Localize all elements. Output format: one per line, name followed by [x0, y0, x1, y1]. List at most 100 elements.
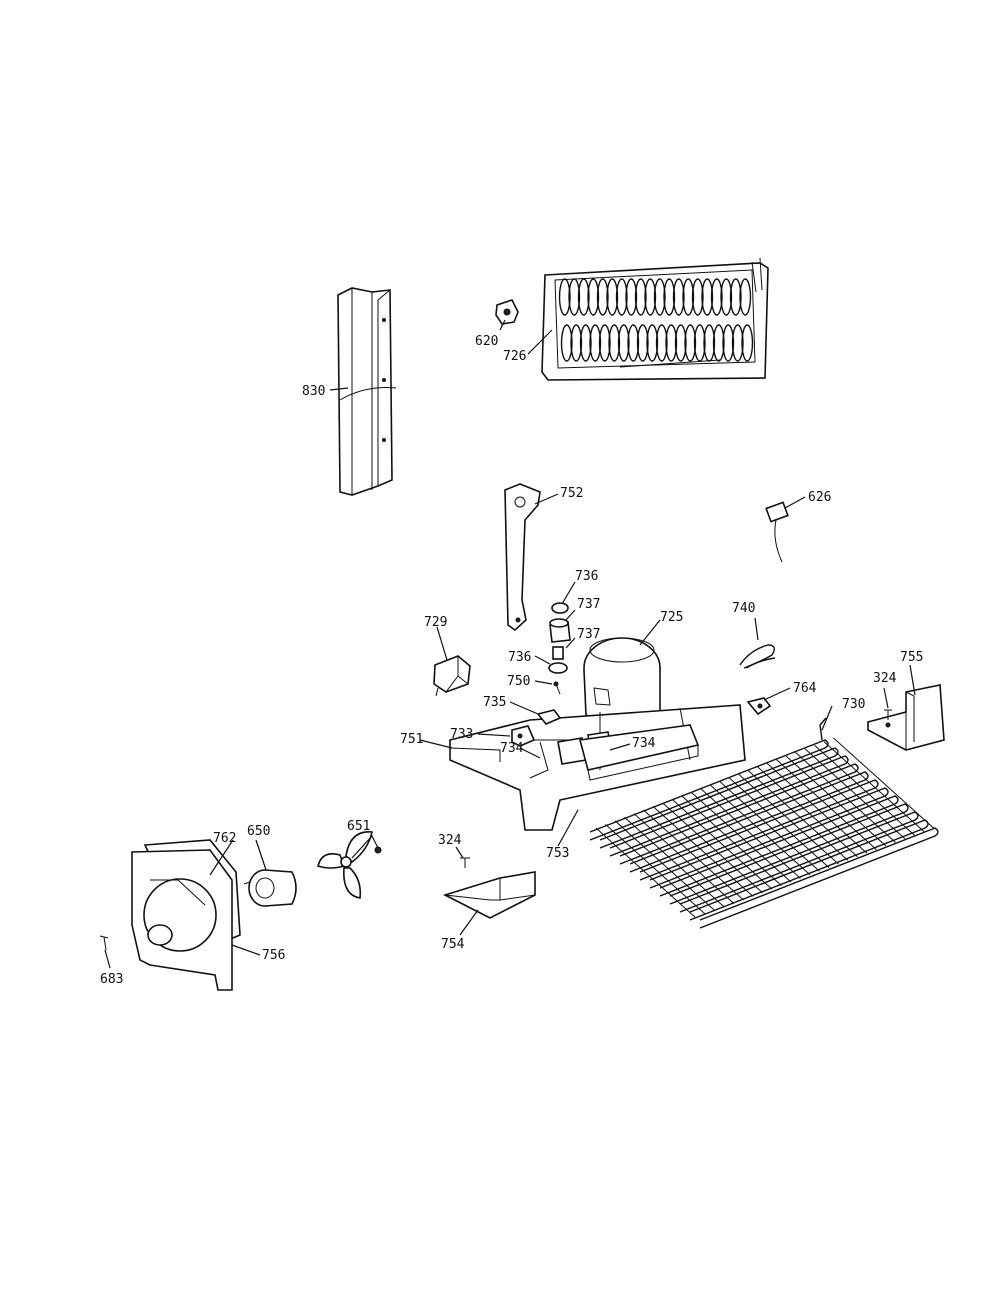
label-736: 736 [575, 569, 598, 584]
condenser-wire [671, 798, 773, 890]
label-324b: 324 [438, 833, 462, 848]
coil-loop [653, 278, 666, 316]
coil-loop [577, 278, 590, 316]
part-651-fan-blade [317, 831, 382, 899]
part-324-screw-upper [884, 709, 892, 720]
coil-loop [682, 278, 695, 316]
label-764: 764 [793, 681, 817, 696]
part-729-capacitor [433, 655, 471, 697]
condenser-tube [629, 771, 869, 873]
condenser-wire [709, 784, 811, 876]
condenser-wire [662, 802, 763, 894]
part-626-relay [765, 501, 789, 563]
part-labels: 830 620 726 752 626 736 737 737 736 725 … [100, 334, 923, 987]
condenser-wire [776, 759, 877, 850]
coil-loop [684, 324, 697, 362]
label-736b: 736 [508, 650, 531, 665]
condenser-wire [785, 755, 887, 847]
condenser-wire [766, 762, 868, 854]
part-620-grommet [495, 299, 519, 325]
coil-loop [606, 278, 619, 316]
label-756: 756 [262, 948, 285, 963]
label-324: 324 [873, 671, 897, 686]
condenser-inlet [819, 717, 827, 741]
part-650-fan-motor [243, 869, 297, 907]
condenser-tube [659, 795, 899, 897]
condenser-wire [605, 824, 706, 915]
label-754: 754 [441, 937, 465, 952]
label-650: 650 [247, 824, 270, 839]
coil-loop [663, 278, 676, 316]
coil-loop [568, 278, 581, 316]
coil-loop [570, 324, 583, 362]
coil-loop [627, 324, 640, 362]
condenser-wire [795, 752, 896, 843]
coil-loop [712, 324, 725, 362]
coil-loop [589, 324, 602, 362]
coil-loop [741, 324, 754, 362]
label-683: 683 [100, 972, 123, 987]
condenser-wire [833, 737, 934, 829]
condenser-wire [681, 795, 782, 886]
label-733: 733 [450, 727, 473, 742]
condenser-tube [669, 803, 909, 905]
condenser-wire [595, 827, 697, 919]
coil-loop [646, 324, 659, 362]
part-730-condenser [589, 717, 939, 929]
label-726: 726 [503, 349, 526, 364]
label-734b: 734 [500, 741, 524, 756]
condenser-tube [599, 747, 839, 849]
label-737: 737 [577, 597, 600, 612]
condenser-wire [624, 816, 725, 908]
coil-loop [729, 278, 742, 316]
label-755: 755 [900, 650, 923, 665]
label-751: 751 [400, 732, 423, 747]
label-729: 729 [424, 615, 447, 630]
coil-loop [617, 324, 630, 362]
coil-loop [634, 278, 647, 316]
label-740: 740 [732, 601, 755, 616]
coil-loop [598, 324, 611, 362]
part-735-cover [536, 709, 562, 725]
condenser-wire [700, 788, 801, 879]
part-740-clip [739, 644, 776, 669]
coil-loop [608, 324, 621, 362]
label-737b: 737 [577, 627, 600, 642]
coil-loop [636, 324, 649, 362]
part-756-shroud [131, 849, 233, 991]
coil-loop [665, 324, 678, 362]
label-626: 626 [808, 490, 831, 505]
part-733-relay [511, 725, 536, 747]
coil-loop [587, 278, 600, 316]
coil-loop [701, 278, 714, 316]
coil-loop [672, 278, 685, 316]
condenser-wire [643, 809, 744, 901]
condenser-wire [652, 806, 754, 897]
label-752: 752 [560, 486, 583, 501]
coil-loop [560, 324, 573, 362]
part-726-evaporator [541, 257, 769, 381]
part-764-clamp [746, 697, 772, 716]
label-734: 734 [632, 736, 656, 751]
label-725: 725 [660, 610, 683, 625]
label-750: 750 [507, 674, 530, 689]
condenser-tube [609, 755, 849, 857]
coil-loop [731, 324, 744, 362]
condenser-tube [619, 763, 859, 865]
coil-loop [674, 324, 687, 362]
label-830: 830 [302, 384, 325, 399]
part-830-rail [337, 287, 397, 496]
label-753: 753 [546, 846, 569, 861]
condenser-wire [614, 820, 716, 912]
label-651: 651 [347, 819, 370, 834]
part-754-tray [442, 871, 536, 919]
coil-loop [739, 278, 752, 316]
coil-loop [596, 278, 609, 316]
label-762: 762 [213, 831, 236, 846]
coil-loop [691, 278, 704, 316]
condenser-wire [747, 770, 849, 861]
coil-loop [710, 278, 723, 316]
coil-loop [655, 324, 668, 362]
condenser-wire [823, 741, 925, 832]
